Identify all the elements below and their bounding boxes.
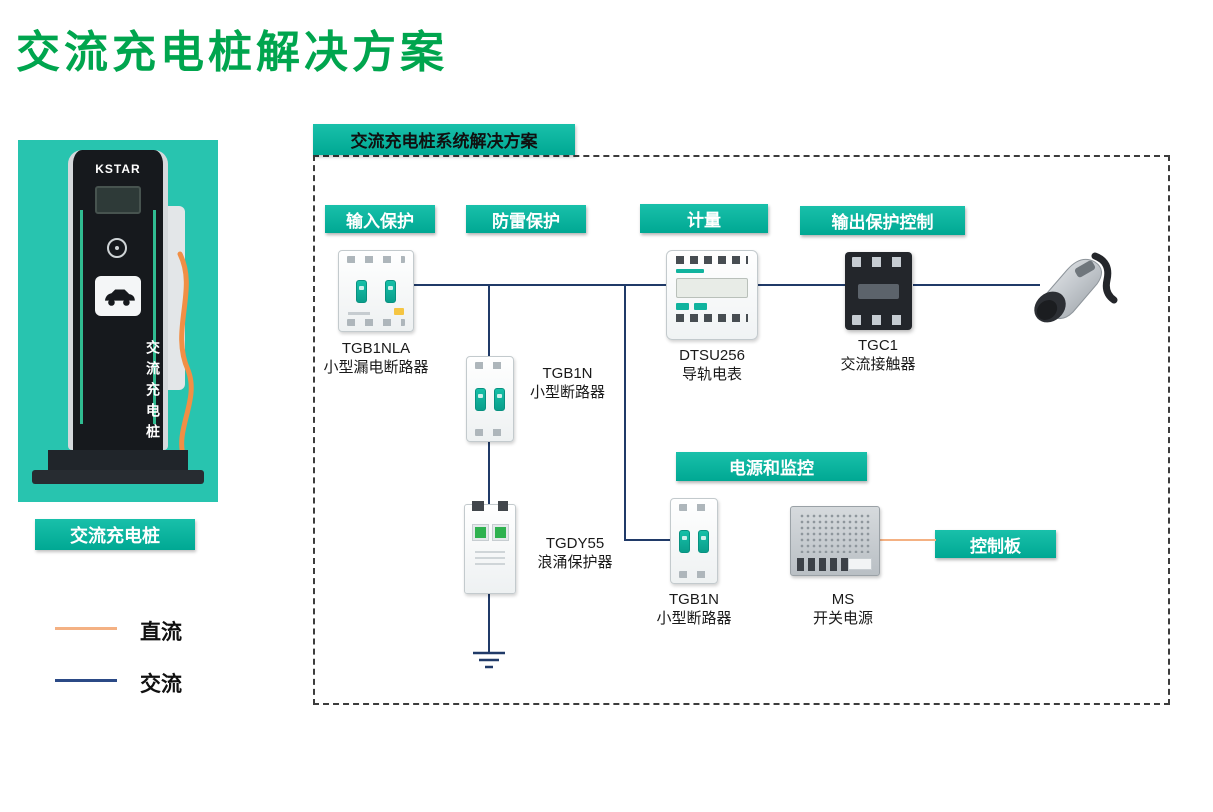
component-energy-meter xyxy=(666,250,758,340)
pile-base-plate xyxy=(32,470,204,484)
meter-terminals-bottom xyxy=(676,314,748,322)
psu-terminal-block xyxy=(797,558,849,571)
badge-output-protection-control: 输出保护控制 xyxy=(800,206,965,235)
charging-pile-illustration: KSTAR 交流充电桩 xyxy=(68,150,168,450)
meter-terminals-top xyxy=(676,256,748,264)
legend-dc-line xyxy=(55,627,117,630)
charging-pile-photo: KSTAR 交流充电桩 xyxy=(18,140,218,502)
breaker-terminals-bottom xyxy=(475,429,505,436)
badge-lightning-protection: 防雷保护 xyxy=(466,205,586,233)
breaker-toggle xyxy=(475,387,486,411)
legend-ac-line xyxy=(55,679,117,682)
psu-label-sticker xyxy=(848,558,872,570)
label-desc: 浪涌保护器 xyxy=(537,554,613,571)
charging-gun xyxy=(1034,252,1118,323)
breaker-terminals-bottom xyxy=(679,571,709,578)
diagram-title-badge: 交流充电桩系统解决方案 xyxy=(313,124,575,155)
label-leakage-breaker: TGB1NLA 小型漏电断路器 xyxy=(300,339,452,377)
breaker-toggles xyxy=(671,512,717,570)
wire-dc-control-board xyxy=(880,539,936,541)
breaker-toggle xyxy=(356,279,368,303)
pile-pedestal xyxy=(48,450,188,472)
kstar-logo: KSTAR xyxy=(95,162,141,176)
label-desc: 导轨电表 xyxy=(681,366,742,383)
component-mini-breaker-top xyxy=(466,356,514,442)
label-model: MS xyxy=(831,591,855,608)
breaker-toggles xyxy=(467,370,513,428)
breaker-toggle xyxy=(494,387,505,411)
breaker-toggles xyxy=(339,264,413,318)
contactor-terminals-top xyxy=(852,257,905,267)
meter-buttons xyxy=(676,303,757,310)
meter-button xyxy=(676,303,689,310)
wire-ac-main-1 xyxy=(414,284,668,286)
badge-control-board: 控制板 xyxy=(935,530,1056,558)
wire-ac-main-2 xyxy=(758,284,846,286)
component-mini-breaker-bottom xyxy=(670,498,718,584)
breaker-terminals-bottom xyxy=(347,319,405,326)
breaker-toggle xyxy=(679,529,690,553)
pile-rfid-icon xyxy=(107,238,127,258)
label-mini-breaker-bottom: TGB1N 小型断路器 xyxy=(634,590,754,628)
legend-ac-label: 交流 xyxy=(140,673,182,696)
component-power-supply xyxy=(790,506,880,576)
ev-car-icon xyxy=(95,276,141,316)
label-model: DTSU256 xyxy=(679,347,745,364)
system-diagram-frame xyxy=(313,155,1170,705)
breaker-terminals-top xyxy=(347,256,405,263)
label-desc: 小型漏电断路器 xyxy=(323,359,429,376)
car-glyph xyxy=(104,289,135,306)
breaker-terminals-top xyxy=(475,362,505,369)
surge-label-lines xyxy=(475,549,505,565)
legend-dc-label: 直流 xyxy=(140,621,182,644)
pile-led-strip-left xyxy=(80,210,83,424)
label-desc: 开关电源 xyxy=(812,610,873,627)
meter-lcd xyxy=(676,278,748,298)
meter-brand-mark xyxy=(676,269,704,273)
label-contactor: TGC1 交流接触器 xyxy=(818,336,938,374)
label-energy-meter: DTSU256 导轨电表 xyxy=(652,346,772,384)
label-model: TGB1N xyxy=(542,365,593,382)
badge-input-protection: 输入保护 xyxy=(325,205,435,233)
badge-power-and-monitoring: 电源和监控 xyxy=(676,452,867,481)
label-model: TGB1N xyxy=(668,591,719,608)
label-model: TGC1 xyxy=(857,337,898,354)
surge-window xyxy=(492,525,508,540)
wire-ac-drop-power-branch xyxy=(624,285,626,541)
label-desc: 小型断路器 xyxy=(656,610,732,627)
page-title: 交流充电桩解决方案 xyxy=(16,28,448,77)
psu-vent-grid xyxy=(799,513,871,553)
contactor-label-plate xyxy=(858,283,899,299)
label-power-supply: MS 开关电源 xyxy=(783,590,903,628)
pile-display-screen xyxy=(95,186,141,214)
pile-charging-cable xyxy=(177,251,194,461)
breaker-toggle xyxy=(384,279,396,303)
wire-ac-surge-to-ground xyxy=(488,594,490,652)
label-desc: 交流接触器 xyxy=(840,356,916,373)
label-mini-breaker-top: TGB1N 小型断路器 xyxy=(515,364,620,402)
meter-button xyxy=(694,303,707,310)
component-surge-protector xyxy=(464,501,516,594)
wire-ac-power-branch xyxy=(624,539,670,541)
ground-symbol xyxy=(473,651,505,669)
label-model: TGDY55 xyxy=(545,535,605,552)
wire-ac-drop-breaker xyxy=(488,285,490,357)
wire-ac-main-3 xyxy=(913,284,1040,286)
surge-terminals xyxy=(472,501,508,511)
contactor-terminals-bottom xyxy=(852,315,905,325)
component-leakage-breaker xyxy=(338,250,414,332)
product-caption-badge: 交流充电桩 xyxy=(35,519,195,550)
component-contactor xyxy=(845,252,912,330)
badge-metering: 计量 xyxy=(640,204,768,233)
label-desc: 小型断路器 xyxy=(529,384,605,401)
pile-led-strip-right xyxy=(153,210,156,424)
breaker-terminals-top xyxy=(679,504,709,511)
surge-window xyxy=(472,525,488,540)
pile-vertical-label: 交流充电桩 xyxy=(145,339,161,445)
wire-ac-breaker-to-surge xyxy=(488,442,490,504)
surge-status-windows xyxy=(465,525,515,540)
breaker-toggle xyxy=(698,529,709,553)
label-model: TGB1NLA xyxy=(341,340,411,357)
label-surge-protector: TGDY55 浪涌保护器 xyxy=(520,534,630,572)
